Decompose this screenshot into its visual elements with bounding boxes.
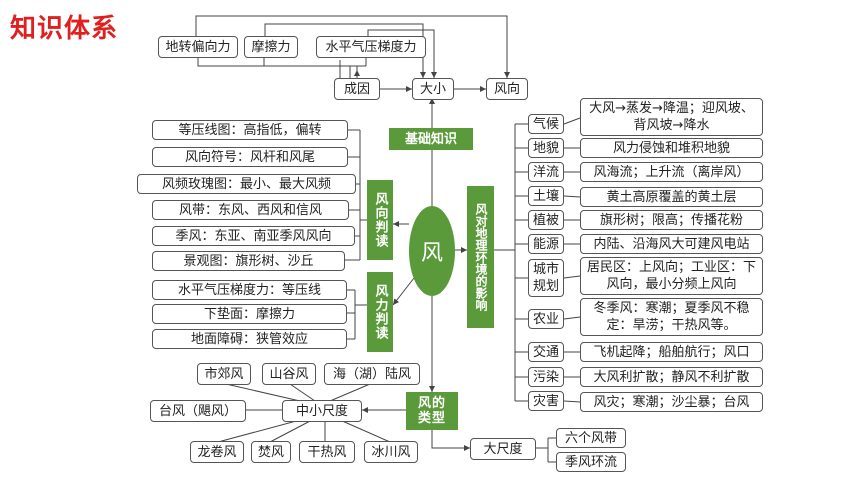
impact-category: 植被 xyxy=(528,210,564,230)
impact-description: 风力侵蚀和堆积地貌 xyxy=(580,138,763,158)
force-pressure-gradient: 水平气压梯度力 xyxy=(316,36,426,58)
large-scale-item: 六个风带 xyxy=(556,428,626,448)
force-judge-label: 风力判读 xyxy=(367,272,393,352)
direction-item: 等压线图：高指低，偏转 xyxy=(152,120,348,140)
small-scale-node: 中小尺度 xyxy=(282,400,362,422)
large-scale-node: 大尺度 xyxy=(470,438,536,460)
impact-description: 内陆、沿海风大可建风电站 xyxy=(580,234,763,254)
impact-description: 旗形树；限高；传播花粉 xyxy=(580,210,763,230)
cause-node: 成因 xyxy=(334,78,380,100)
impact-category: 洋流 xyxy=(528,162,564,182)
impact-category: 气候 xyxy=(528,114,564,134)
impact-description: 风海流；上升流（离岸风） xyxy=(580,162,763,182)
force-friction: 摩擦力 xyxy=(244,36,298,58)
small-scale-item: 市郊风 xyxy=(197,363,251,385)
direction-judge-label: 风向判读 xyxy=(367,180,393,260)
basic-knowledge-label: 基础知识 xyxy=(389,128,473,150)
force-item: 水平气压梯度力：等压线 xyxy=(152,280,347,300)
page-title: 知识体系 xyxy=(10,14,119,44)
small-scale-item: 焚风 xyxy=(251,441,291,463)
impact-category: 土壤 xyxy=(528,186,564,206)
small-scale-item: 龙卷风 xyxy=(190,441,244,463)
direction-item: 景观图：旗形树、沙丘 xyxy=(152,251,345,271)
impact-description: 风灾；寒潮；沙尘暴；台风 xyxy=(580,392,763,412)
small-scale-item: 冰川风 xyxy=(364,441,418,463)
impact-description: 大风利扩散；静风不利扩散 xyxy=(580,367,763,387)
force-item: 下垫面：摩擦力 xyxy=(152,304,347,324)
direction-item: 风向符号：风杆和风尾 xyxy=(152,147,348,167)
impact-category: 交通 xyxy=(528,342,564,362)
impact-category: 能源 xyxy=(528,234,564,254)
size-node: 大小 xyxy=(412,78,454,100)
impact-description: 居民区：上风向；工业区：下风向，最小分频上风向 xyxy=(580,257,763,295)
impact-label: 风对地理环境的影响 xyxy=(467,186,494,328)
direction-item: 季风：东亚、南亚季风风向 xyxy=(152,226,355,246)
large-scale-item: 季风环流 xyxy=(556,452,626,472)
wind-types-label: 风的类型 xyxy=(406,392,458,430)
impact-description: 黄土高原覆盖的黄土层 xyxy=(580,187,763,207)
impact-description: 大风→蒸发→降温；迎风坡、背风坡→降水 xyxy=(580,98,763,136)
impact-category: 污染 xyxy=(528,367,564,387)
small-scale-item: 干热风 xyxy=(299,441,355,463)
small-scale-item: 海（湖）陆风 xyxy=(324,363,420,385)
force-coriolis: 地转偏向力 xyxy=(158,36,238,58)
direction-item: 风频玫瑰图：最小、最大风频 xyxy=(137,174,356,194)
impact-category: 灾害 xyxy=(528,391,564,411)
direction-item: 风带：东风、西风和信风 xyxy=(152,200,349,220)
force-item: 地面障碍：狭管效应 xyxy=(152,329,347,349)
impact-category: 城市规划 xyxy=(528,259,564,297)
impact-category: 地貌 xyxy=(528,138,564,158)
impact-description: 冬季风：寒潮；夏季风不稳定：旱涝；干热风等。 xyxy=(580,298,763,336)
center-node-wind: 风 xyxy=(409,206,455,296)
small-scale-item: 山谷风 xyxy=(262,363,316,385)
impact-description: 飞机起降；船舶航行；风口 xyxy=(580,342,763,362)
typhoon-node: 台风（飓风） xyxy=(150,400,246,422)
impact-category: 农业 xyxy=(528,309,564,329)
direction-node: 风向 xyxy=(486,78,528,100)
